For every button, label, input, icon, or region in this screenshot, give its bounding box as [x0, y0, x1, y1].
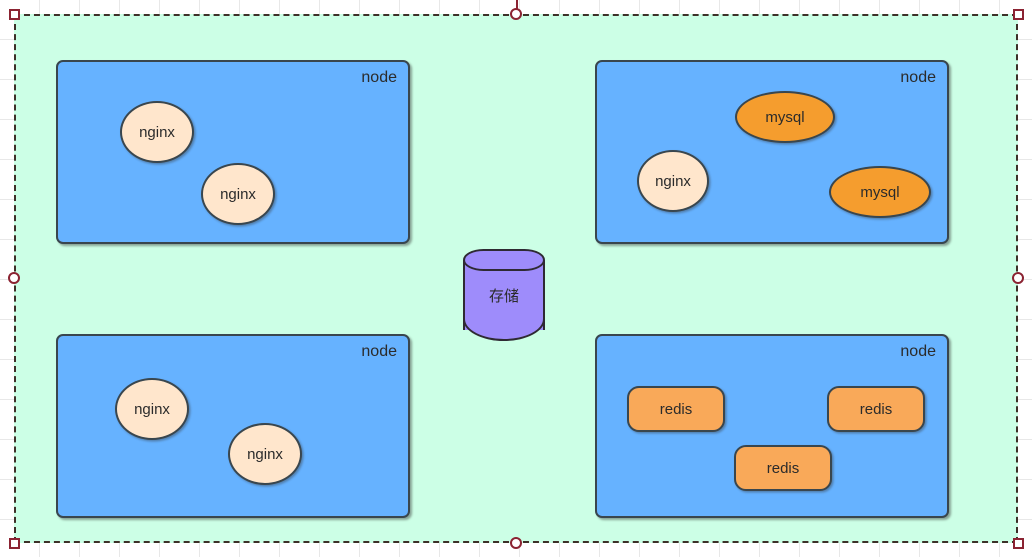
pod-nginx[interactable]: nginx	[228, 423, 302, 485]
pod-label: mysql	[860, 183, 900, 201]
pod-label: nginx	[220, 185, 256, 203]
storage-label: 存储	[488, 287, 519, 305]
pod-redis[interactable]: redis	[627, 386, 725, 432]
pod-label: nginx	[134, 400, 170, 418]
pod-redis[interactable]: redis	[827, 386, 925, 432]
pod-nginx[interactable]: nginx	[201, 163, 275, 225]
node-box[interactable]: node mysql nginx mysql	[595, 60, 949, 244]
node-label: node	[900, 69, 936, 86]
pod-label: redis	[859, 400, 893, 418]
pod-nginx[interactable]: nginx	[637, 150, 709, 212]
pod-nginx[interactable]: nginx	[115, 378, 189, 440]
rotation-handle-line	[516, 0, 518, 14]
pod-label: nginx	[139, 123, 175, 141]
pod-label: nginx	[655, 172, 691, 190]
storage-cylinder[interactable]: 存储	[463, 249, 545, 341]
handle-bottom-left[interactable]	[8, 537, 20, 549]
cylinder-top-cap	[463, 249, 545, 271]
pod-mysql[interactable]: mysql	[829, 166, 931, 218]
node-box[interactable]: node nginx nginx	[56, 60, 410, 244]
handle-top-center[interactable]	[510, 8, 522, 20]
node-label: node	[900, 343, 936, 360]
node-label: node	[361, 69, 397, 86]
handle-middle-left[interactable]	[8, 272, 20, 284]
pod-redis[interactable]: redis	[734, 445, 832, 491]
handle-top-left[interactable]	[8, 8, 20, 20]
pod-label: redis	[766, 459, 800, 477]
handle-bottom-center[interactable]	[510, 537, 522, 549]
pod-label: nginx	[247, 445, 283, 463]
handle-bottom-right[interactable]	[1012, 537, 1024, 549]
pod-label: mysql	[765, 108, 805, 126]
node-box[interactable]: node nginx nginx	[56, 334, 410, 518]
handle-top-right[interactable]	[1012, 8, 1024, 20]
pod-mysql[interactable]: mysql	[735, 91, 835, 143]
handle-middle-right[interactable]	[1012, 272, 1024, 284]
pod-nginx[interactable]: nginx	[120, 101, 194, 163]
node-box[interactable]: node redis redis redis	[595, 334, 949, 518]
node-label: node	[361, 343, 397, 360]
pod-label: redis	[659, 400, 693, 418]
